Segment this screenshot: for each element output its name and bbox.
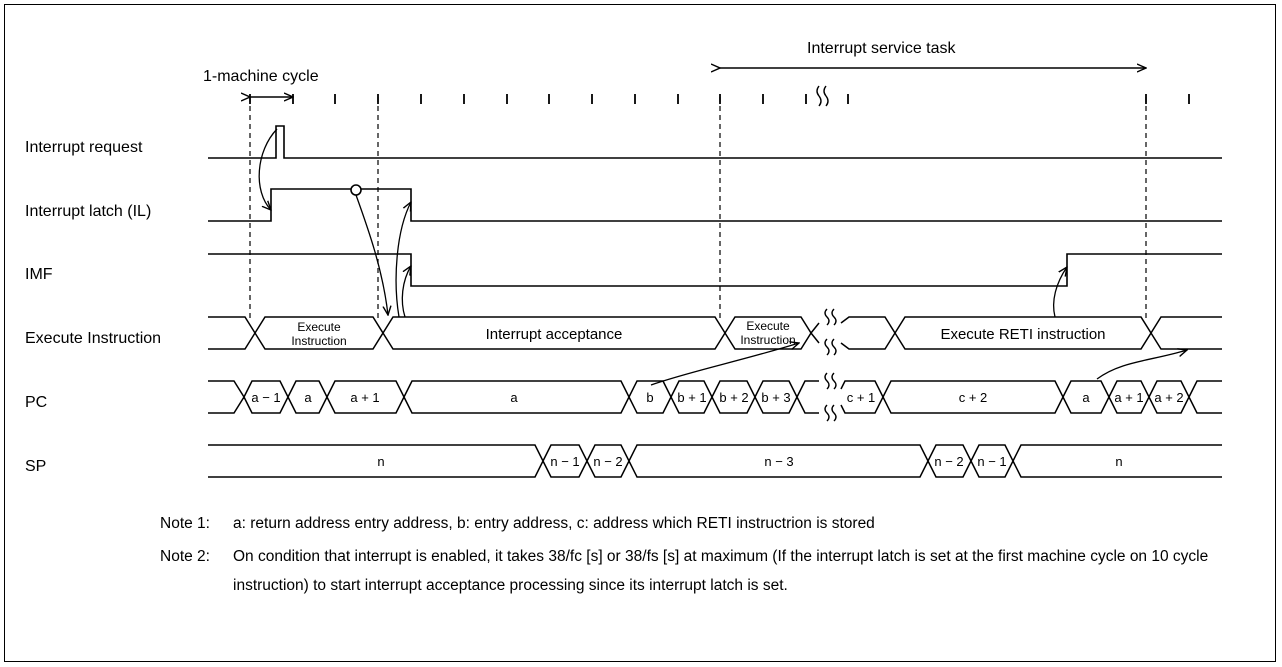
signal-label-interrupt-request: Interrupt request — [25, 139, 143, 156]
pc-value: a − 1 — [251, 390, 280, 405]
execute-instruction-bus — [208, 316, 1222, 350]
pc-value: a + 2 — [1154, 390, 1183, 405]
exec-instruction-2-line2: Instruction — [740, 333, 795, 347]
causality-arrows — [258, 128, 1187, 386]
latch-sample-circle — [350, 184, 362, 196]
tick-break-mark — [816, 85, 829, 107]
signal-label-pc: PC — [25, 394, 47, 411]
imf-waveform — [208, 253, 1222, 287]
pc-value: a + 1 — [1114, 390, 1143, 405]
pc-value: a — [1082, 390, 1090, 405]
pc-value: c + 2 — [959, 390, 988, 405]
pc-value: b + 2 — [719, 390, 748, 405]
sp-value: n — [377, 454, 384, 469]
sp-value: n − 1 — [550, 454, 579, 469]
pc-value: a — [510, 390, 518, 405]
note-label: Note 1: — [160, 515, 210, 532]
machine-cycle-label: 1-machine cycle — [203, 68, 319, 85]
pc-bus — [208, 380, 1222, 414]
note-text: a: return address entry address, b: entr… — [233, 515, 875, 532]
exec-instruction-1-line2: Instruction — [291, 334, 346, 348]
execute-break-marks — [824, 308, 837, 356]
dashed-guides — [249, 97, 1147, 319]
reti-to-imf-arrow — [1052, 267, 1067, 318]
request-to-latch-arrow — [258, 128, 278, 210]
service-task-label: Interrupt service task — [807, 40, 957, 57]
exec-to-imf-clear-arrow — [401, 266, 411, 318]
pc-b-to-exec-arrow — [650, 343, 799, 386]
interrupt-request-waveform — [208, 125, 1222, 159]
signal-label-imf: IMF — [25, 266, 53, 283]
pc-value: a + 1 — [350, 390, 379, 405]
exec-reti: Execute RETI instruction — [940, 326, 1105, 343]
exec-to-latch-clear-arrow — [395, 202, 411, 318]
diagram-frame: 1-machine cycle Interrupt service task I… — [4, 4, 1276, 662]
pc-break-marks — [824, 372, 837, 422]
exec-interrupt-acceptance: Interrupt acceptance — [486, 326, 623, 343]
sp-value: n — [1115, 454, 1122, 469]
note-1: Note 1: a: return address entry address,… — [160, 509, 1240, 538]
signal-label-interrupt-latch: Interrupt latch (IL) — [25, 203, 151, 220]
interrupt-latch-waveform — [208, 188, 1222, 222]
pc-values: a − 1 a a + 1 a b b + 1 b + 2 b + 3 c + … — [251, 390, 1183, 405]
exec-instruction-2-line1: Execute — [746, 319, 790, 333]
sp-value: n − 2 — [934, 454, 963, 469]
sp-bus — [208, 444, 1222, 478]
pc-value: b — [646, 390, 653, 405]
pc-return-arrow — [1096, 350, 1187, 380]
note-2: Note 2: On condition that interrupt is e… — [160, 542, 1240, 600]
signal-label-sp: SP — [25, 458, 46, 475]
pc-value: c + 1 — [847, 390, 876, 405]
pc-value: a — [304, 390, 312, 405]
latch-to-exec-arrow — [355, 194, 388, 315]
note-text: On condition that interrupt is enabled, … — [233, 548, 1209, 594]
sp-value: n − 1 — [977, 454, 1006, 469]
sp-value: n − 3 — [764, 454, 793, 469]
pc-value: b + 1 — [677, 390, 706, 405]
signal-label-execute-instruction: Execute Instruction — [25, 330, 161, 347]
sp-values: n n − 1 n − 2 n − 3 n − 2 n − 1 n — [377, 454, 1122, 469]
exec-instruction-1-line1: Execute — [297, 320, 341, 334]
note-label: Note 2: — [160, 548, 210, 565]
pc-value: b + 3 — [761, 390, 790, 405]
timing-diagram: 1-machine cycle Interrupt service task I… — [25, 40, 1222, 478]
sp-value: n − 2 — [593, 454, 622, 469]
